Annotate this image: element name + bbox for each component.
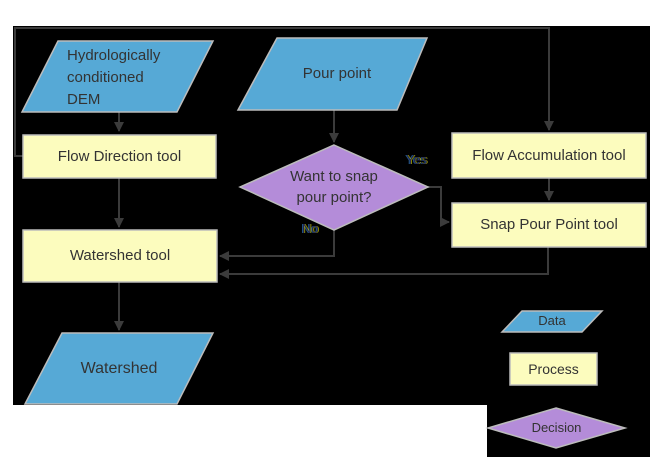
dem-node	[20, 40, 215, 113]
pour-point-node	[236, 37, 429, 111]
legend-process-shape	[509, 352, 598, 386]
legend-data-shape	[500, 310, 604, 333]
edge-flowdirection-to-flowaccumulation	[14, 27, 554, 157]
watershed-node	[23, 332, 215, 405]
edge-decision-no-to-watershedtool	[219, 230, 335, 261]
edge-snappourpoint-to-watershedtool	[219, 247, 549, 279]
watershed-tool-node	[22, 229, 218, 283]
snap-pour-point-node	[451, 202, 647, 248]
edge-decision-yes-to-snappourpoint	[428, 186, 450, 227]
flow-direction-node	[22, 134, 217, 179]
legend-decision-shape	[485, 407, 628, 449]
flow-accumulation-node	[451, 132, 647, 179]
snap-decision-node	[238, 144, 430, 231]
